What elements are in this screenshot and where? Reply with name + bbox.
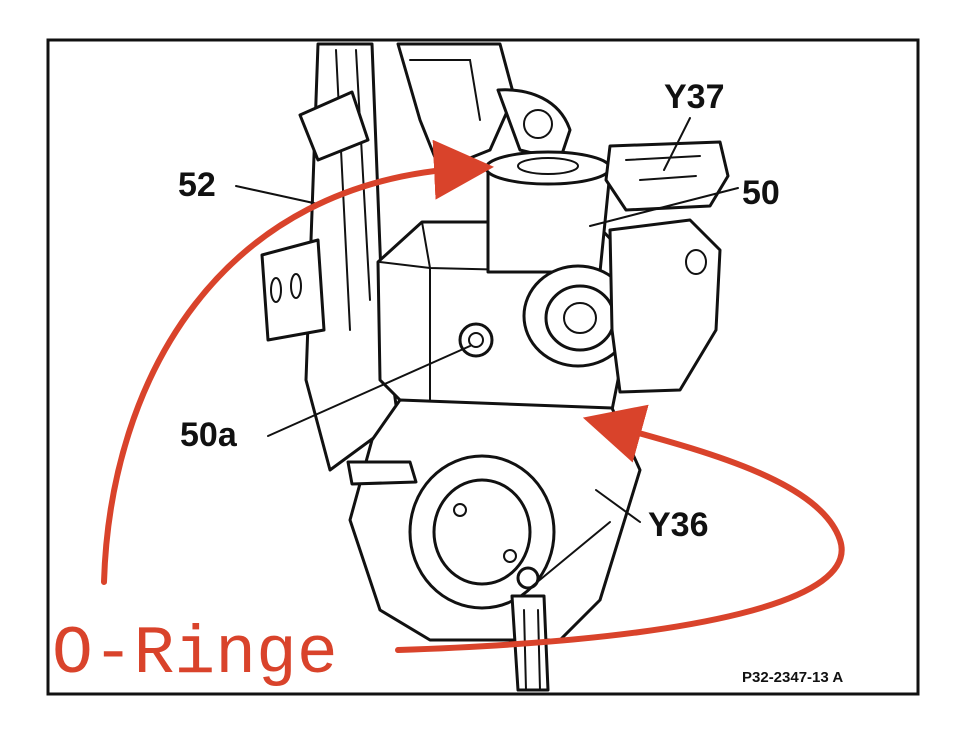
annotation-arrow-top: [101, 139, 494, 585]
annotation-o-ringe: O-Ringe: [52, 616, 338, 693]
mounting-bracket: [260, 42, 572, 472]
label-52: 52: [178, 166, 216, 204]
solenoid-y36: [346, 398, 642, 692]
valve-body: [376, 150, 722, 422]
connector-y37: [604, 140, 730, 212]
reference-code: P32-2347-13 A: [742, 669, 843, 686]
label-y37: Y37: [664, 78, 725, 116]
label-y36: Y36: [648, 506, 709, 544]
label-50: 50: [742, 174, 780, 212]
leader-lines: [235, 117, 739, 589]
label-50a: 50a: [180, 416, 238, 454]
annotation-arrow-bottom: [395, 404, 845, 653]
